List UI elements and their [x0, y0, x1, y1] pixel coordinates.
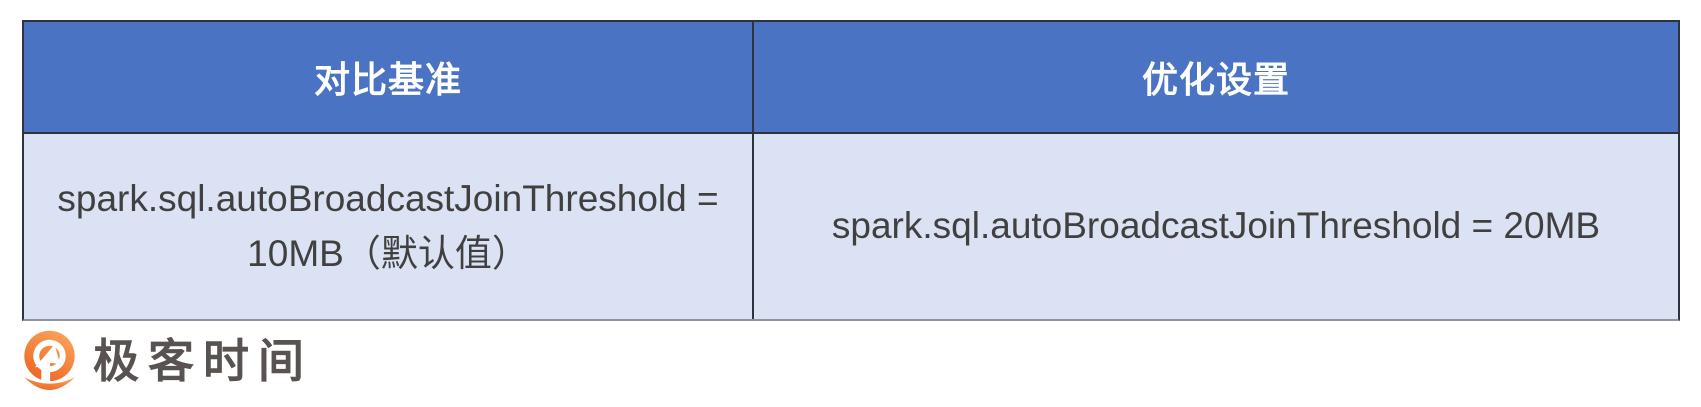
geektime-logo: 极客时间 — [18, 328, 313, 394]
geektime-logo-text: 极客时间 — [93, 335, 313, 387]
table-cell-baseline-value: spark.sql.autoBroadcastJoinThreshold = 1… — [24, 134, 754, 319]
table-header-optimized: 优化设置 — [754, 22, 1678, 134]
table-header-baseline: 对比基准 — [24, 22, 754, 134]
geektime-pin-icon — [24, 330, 75, 390]
table-cell-optimized-value: spark.sql.autoBroadcastJoinThreshold = 2… — [754, 134, 1678, 319]
comparison-table: 对比基准 优化设置 spark.sql.autoBroadcastJoinThr… — [22, 20, 1680, 321]
